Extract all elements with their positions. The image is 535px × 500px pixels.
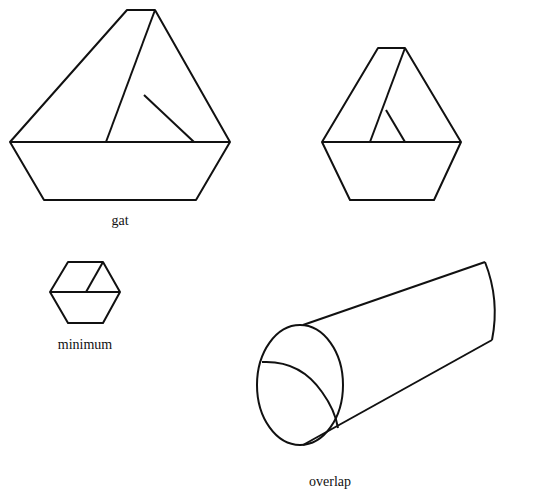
gat-figure-large: [10, 10, 230, 200]
figure-caption: minimum: [58, 337, 112, 353]
figure-caption: overlap: [309, 474, 351, 490]
figure-caption: gat: [111, 213, 128, 229]
overlap-cylinder: [257, 262, 495, 445]
minimum-figure: [50, 262, 120, 323]
gat-figure-small: [322, 48, 461, 200]
